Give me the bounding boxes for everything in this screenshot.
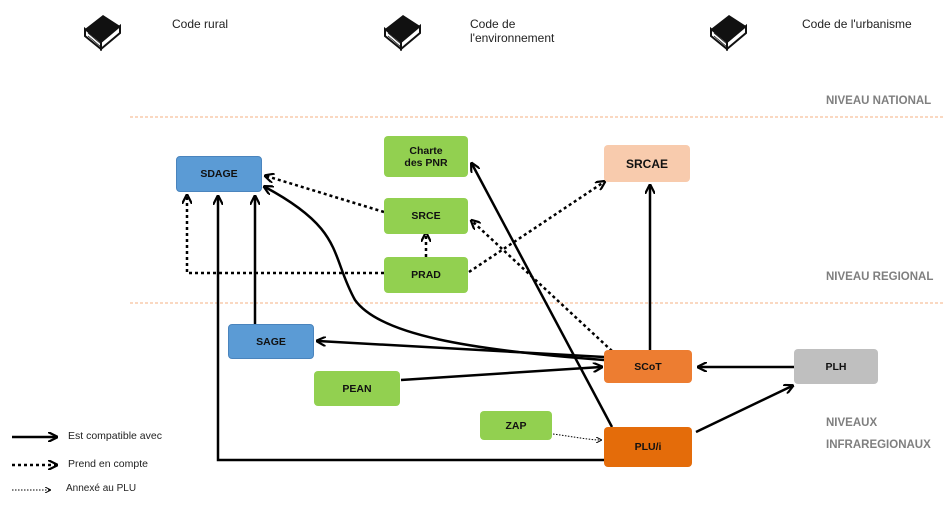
sdage-box: SDAGE	[176, 156, 262, 192]
dotted-prad-sdage	[187, 196, 384, 275]
legend-prend-label: Prend en compte	[68, 458, 148, 470]
arrow-scot-sage	[318, 341, 605, 359]
sage-box: SAGE	[228, 324, 314, 359]
prad-box: PRAD	[384, 257, 468, 293]
book-icon	[82, 12, 122, 52]
arrow-plu-sdage	[218, 197, 604, 462]
level-regional-label: NIVEAU REGIONAL	[826, 271, 934, 283]
arrow-plu-plh	[695, 386, 792, 434]
level-infra-label-1: NIVEAUX	[826, 417, 878, 429]
scot-box: SCoT	[604, 350, 692, 383]
zap-box: ZAP	[480, 411, 552, 440]
charte-pnr-box: Charte des PNR	[384, 136, 468, 177]
legend-compatible-label: Est compatible avec	[68, 430, 162, 442]
srce-box: SRCE	[384, 198, 468, 234]
dotted-scot-srce	[472, 221, 613, 352]
dotted-srce-sdage	[266, 176, 385, 214]
level-infra-label-2: INFRAREGIONAUX	[826, 439, 931, 451]
legend-annexe-label: Annexé au PLU	[66, 483, 137, 494]
code-urbanisme-label: Code de l'urbanisme	[802, 17, 912, 31]
arrow-plu-charte	[472, 164, 614, 428]
srcae-box: SRCAE	[604, 145, 690, 182]
book-icon	[708, 12, 748, 52]
annex-zap-plu	[552, 433, 601, 440]
code-rural-label: Code rural	[172, 17, 229, 31]
pean-box: PEAN	[314, 371, 400, 406]
arrow-scot-sdage	[265, 187, 605, 362]
book-icon	[382, 12, 422, 52]
level-national-label: NIVEAU NATIONAL	[826, 95, 932, 107]
arrow-pean-scot	[400, 367, 601, 382]
plu-box: PLU/i	[604, 427, 692, 467]
code-environnement-label: Code de l'environnement	[470, 17, 555, 45]
plh-box: PLH	[794, 349, 878, 384]
